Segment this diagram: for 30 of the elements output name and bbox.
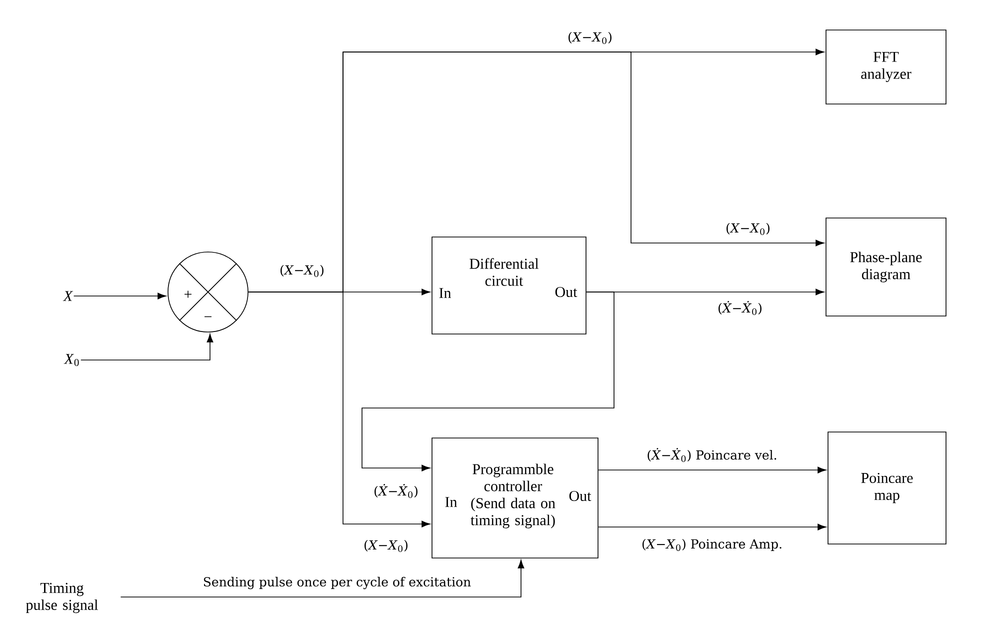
edge-label: (Ẋ−Ẋ$_{0}$) Poincare vel. xyxy=(646,447,778,463)
edge-label: (X−X$_{0}$) Poincare Amp. xyxy=(640,538,784,552)
block-label: Poincare map xyxy=(861,472,913,504)
block-label: Differential circuit xyxy=(470,258,539,286)
arrow xyxy=(73,292,166,300)
edge-label: (X−X$_{0}$) xyxy=(362,539,410,553)
input-label: Timing pulse signal xyxy=(26,582,98,614)
arrow xyxy=(248,292,430,528)
block-label: Programmble controller (Send data on timing signal) xyxy=(470,464,556,528)
edge-label: (X−X$_{0}$) xyxy=(724,222,772,236)
arrow xyxy=(80,334,214,360)
arrow xyxy=(598,524,826,530)
block-label: Phase-plane diagram xyxy=(850,252,922,282)
arrow xyxy=(120,560,524,598)
sign-label: + xyxy=(184,290,192,298)
edge-label: Sending pulse once per cycle of excitation xyxy=(202,576,472,590)
block-label: Out xyxy=(555,286,578,298)
edge-label: (Ẋ−Ẋ$_{0}$) xyxy=(372,483,420,499)
block-label: In xyxy=(439,288,452,298)
input-label: X$_{0}$ xyxy=(64,354,79,366)
block-label: Out xyxy=(569,490,592,502)
edge-label: (Ẋ−Ẋ$_{0}$) xyxy=(716,300,764,316)
block-label: In xyxy=(445,497,458,507)
input-label: X xyxy=(62,291,74,301)
edge-label: (X−X$_{0}$) xyxy=(566,31,614,45)
arrow xyxy=(598,466,826,474)
edge-label: (X−X$_{0}$) xyxy=(278,264,326,278)
sign-label: − xyxy=(204,316,212,318)
block-label: FFT analyzer xyxy=(861,52,912,82)
arrow xyxy=(362,292,614,472)
